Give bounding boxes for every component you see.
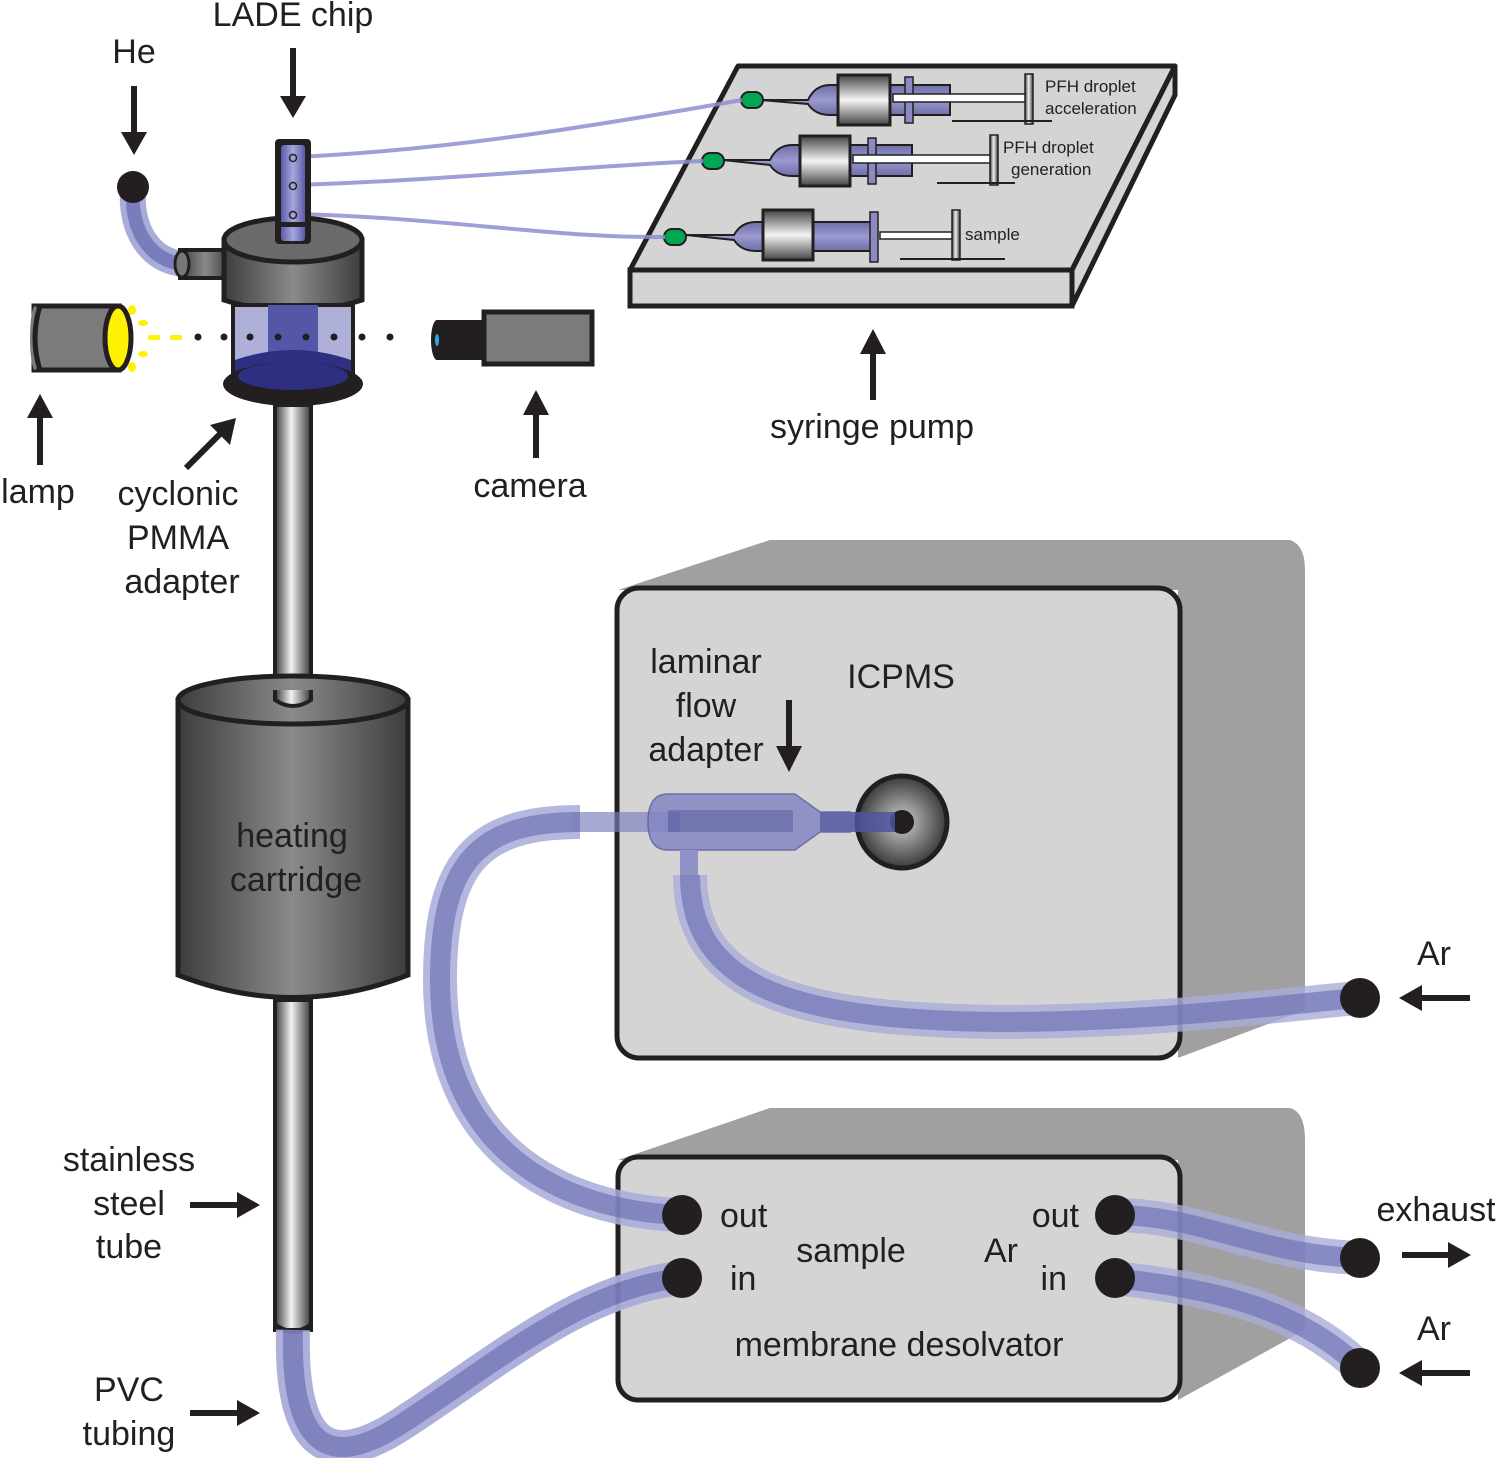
syringe-label-2b: generation [1011,160,1091,179]
ar-out-port [1095,1195,1135,1235]
syringe-pump-label: syringe pump [770,408,974,446]
steel-tube-lower [273,998,313,1334]
stainless-label-1: stainless [63,1141,195,1179]
stainless-label-3: tube [96,1228,162,1266]
cyclonic-label-1: cyclonic [118,475,239,513]
light-rays [128,305,182,372]
syringe-pfh-acceleration [740,73,1052,127]
exhaust-port [1340,1238,1380,1278]
connector-icon [663,228,687,246]
exhaust-label: exhaust [1376,1191,1496,1229]
laminar-label-1: laminar [650,643,761,681]
he-label: He [112,33,155,71]
laminar-label-3: adapter [648,731,763,769]
syringe-label-3: sample [965,225,1020,244]
pvc-label-2: tubing [83,1415,176,1453]
syringe-label-1a: PFH droplet [1045,77,1136,96]
steel-tube-upper [273,403,313,707]
heating-label-1: heating [236,817,348,855]
connector-icon [701,152,725,170]
sample-out-port [662,1195,702,1235]
cyclonic-arrow-icon [183,429,225,471]
laminar-flow-adapter [647,793,895,878]
capillary-lines [295,98,743,240]
lamp-light-icon [102,303,134,373]
pvc-label-1: PVC [94,1371,164,1409]
cyclonic-label-2: PMMA [127,519,229,557]
heating-label-2: cartridge [230,861,362,899]
ar-in-label: in [1041,1260,1067,1298]
lade-chip [275,139,311,244]
syringe-sample [663,208,1005,263]
camera-label: camera [473,467,586,505]
sample-out-label: out [720,1197,768,1235]
ports [662,978,1380,1388]
ar-desolvator-inlet-port [1340,1348,1380,1388]
ar-label: Ar [984,1232,1018,1270]
desolvator-title: membrane desolvator [735,1326,1064,1364]
he-inlet-port [117,171,149,203]
lade-chip-label: LADE chip [213,0,374,34]
laminar-label-2: flow [676,687,737,725]
sample-label: sample [796,1232,906,1270]
connector-icon [740,91,764,109]
syringe-pfh-generation [701,134,1015,188]
camera [431,309,595,367]
ar-in-port [1095,1258,1135,1298]
ar-icpms-inlet-port [1340,978,1380,1018]
lamp-label: lamp [1,473,75,511]
heating-cartridge [175,673,411,1000]
ar-desolvator-label: Ar [1417,1310,1451,1348]
sample-in-port [662,1258,702,1298]
lamp [30,303,182,373]
syringe-label-1b: acceleration [1045,99,1137,118]
optical-path [194,333,394,341]
ar-out-label: out [1032,1197,1080,1235]
cyclonic-label-3: adapter [124,563,239,601]
icpms-label: ICPMS [847,658,955,696]
he-tubing [117,171,187,277]
sample-in-label: in [730,1260,756,1298]
cyclonic-pmma-adapter [173,215,365,406]
stainless-label-2: steel [93,1185,165,1223]
syringe-label-2a: PFH droplet [1003,138,1094,157]
ar-icpms-label: Ar [1417,935,1451,973]
camera-lens-icon [435,334,439,346]
